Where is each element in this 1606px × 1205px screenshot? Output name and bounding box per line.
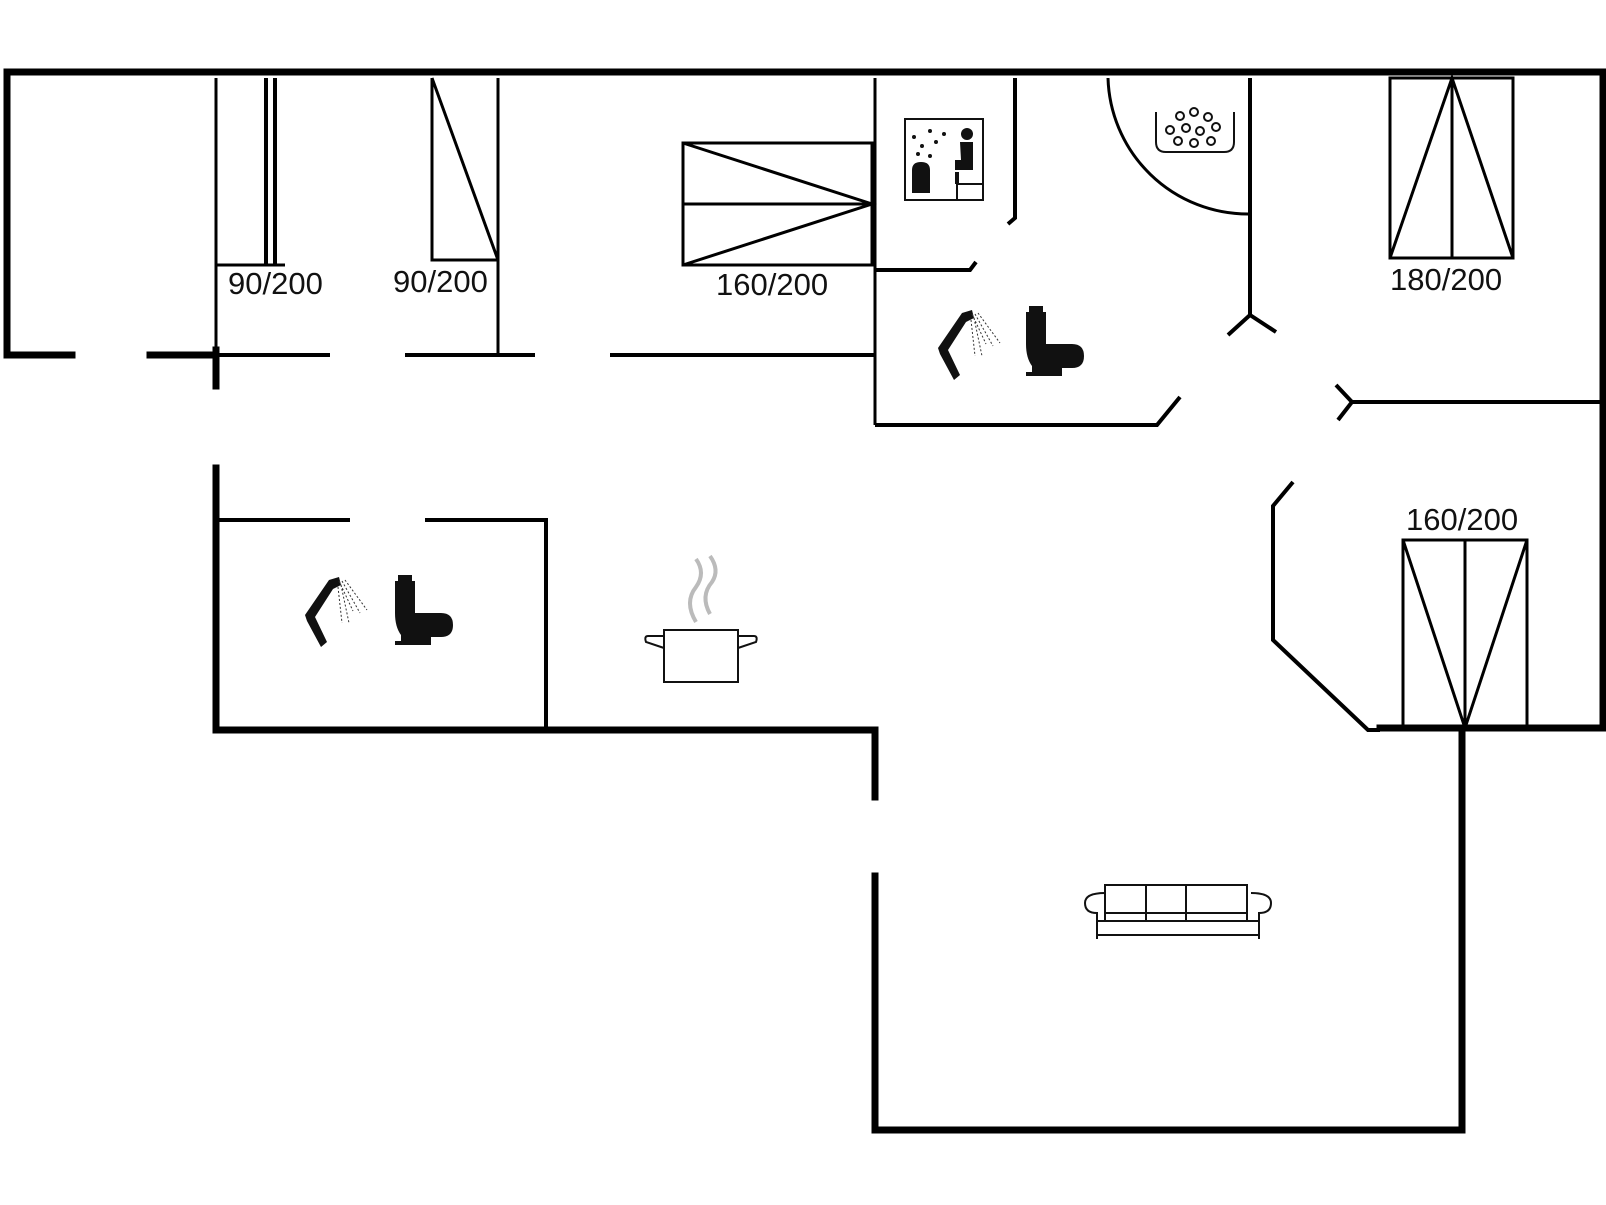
toilet-icon <box>395 575 453 645</box>
bed-3: 160/200 <box>681 141 877 302</box>
bed-5: 160/200 <box>1401 502 1529 733</box>
bed-4: 180/200 <box>1388 73 1515 297</box>
bed-4-label: 180/200 <box>1390 262 1502 297</box>
bed-2-label: 90/200 <box>393 264 488 299</box>
bed-1-label: 90/200 <box>228 266 323 301</box>
shower-icon <box>305 577 368 647</box>
exterior-walls <box>3 68 1606 1134</box>
shower-icon <box>938 310 1001 380</box>
sauna-icon <box>904 118 984 201</box>
bed-2: 90/200 <box>393 77 500 299</box>
bed-5-label: 160/200 <box>1406 502 1518 537</box>
whirlpool-icon <box>1155 107 1235 153</box>
toilet-icon <box>1026 306 1084 376</box>
interior-walls <box>214 77 1600 732</box>
bed-3-label: 160/200 <box>716 267 828 302</box>
cooking-pot-icon <box>644 554 758 683</box>
sofa-icon <box>1083 884 1273 939</box>
bed-1: 90/200 <box>216 78 323 301</box>
